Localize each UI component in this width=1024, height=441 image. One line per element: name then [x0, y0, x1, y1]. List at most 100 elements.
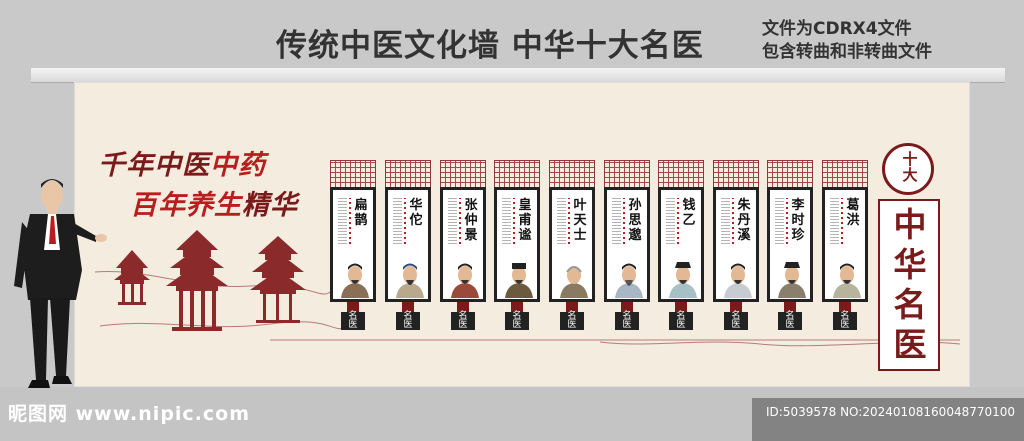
slogan-2-part-3: 精华: [242, 190, 298, 221]
feature-frame: [878, 199, 940, 371]
red-rule: [568, 198, 570, 244]
famous-physician-badge: 名医: [778, 312, 802, 330]
slogan-2-part-1: 百年: [130, 190, 186, 221]
slogan-1-part-3: 中药: [210, 150, 266, 181]
text-stripe: [612, 198, 621, 244]
red-rule: [459, 198, 461, 244]
pagoda-icon: [166, 230, 228, 331]
top-ten-seal: [882, 143, 934, 195]
businessman-figure: [14, 179, 107, 388]
text-stripe: [775, 198, 784, 244]
famous-physician-badge: 名医: [615, 312, 639, 330]
portrait-icon: [341, 263, 369, 298]
portrait-icon: [505, 263, 533, 298]
portrait-icon: [669, 262, 697, 298]
file-note-line-1: 文件为CDRX4文件: [762, 19, 912, 39]
text-stripe: [502, 198, 511, 244]
physician-panel: 皇甫谧 名医: [494, 160, 540, 330]
famous-physician-badge: 名医: [669, 312, 693, 330]
slogan-line-1: 千年中医中药: [98, 143, 266, 182]
slogan-1-part-1: 千年: [98, 150, 154, 181]
physician-name: 朱丹溪: [737, 198, 751, 243]
famous-physician-badge: 名医: [724, 312, 748, 330]
red-rule: [404, 198, 406, 244]
panel-body: 皇甫谧: [494, 187, 540, 302]
panel-body: 钱乙: [658, 187, 704, 302]
panel-body: 朱丹溪: [713, 187, 759, 302]
lattice-crest: [330, 160, 376, 188]
id-strip: [752, 398, 1024, 441]
physician-name: 葛洪: [846, 198, 860, 228]
slogan-1-part-2: 中医: [154, 150, 210, 181]
famous-physician-badge: 名医: [833, 312, 857, 330]
top-ten-label: 十大: [902, 150, 918, 184]
tower-icon: [250, 236, 306, 323]
lattice-crest: [385, 160, 431, 188]
lattice-crest: [658, 160, 704, 188]
lattice-crest: [440, 160, 486, 188]
famous-physician-badge: 名医: [396, 312, 420, 330]
text-stripe: [448, 198, 457, 244]
physician-panel: 孙思邈 名医: [604, 160, 650, 330]
physician-name: 叶天士: [573, 198, 587, 243]
pavilion-icon: [114, 250, 150, 305]
physician-panel: 华佗 名医: [385, 160, 431, 330]
slogan-line-2: 百年养生精华: [130, 183, 298, 222]
lattice-crest: [604, 160, 650, 188]
physician-panel: 叶天士 名医: [549, 160, 595, 330]
physician-name: 扁鹊: [354, 198, 368, 228]
physician-panel: 葛洪 名医: [822, 160, 868, 330]
physician-panel: 李时珍 名医: [767, 160, 813, 330]
page-title: 传统中医文化墙 中华十大名医: [276, 28, 704, 64]
panel-body: 张仲景: [440, 187, 486, 302]
portrait-icon: [560, 266, 588, 298]
text-stripe: [393, 198, 402, 244]
lattice-crest: [549, 160, 595, 188]
famous-physician-badge: 名医: [505, 312, 529, 330]
text-stripe: [830, 198, 839, 244]
feature-title: 中华名医: [893, 205, 927, 364]
famous-physician-badge: 名医: [560, 312, 584, 330]
portrait-icon: [451, 263, 479, 298]
portrait-icon: [833, 263, 861, 298]
panel-body: 扁鹊: [330, 187, 376, 302]
slogan-2-part-2: 养生: [186, 190, 242, 221]
red-rule: [732, 198, 734, 244]
panel-body: 李时珍: [767, 187, 813, 302]
text-stripe: [666, 198, 675, 244]
panel-body: 华佗: [385, 187, 431, 302]
text-stripe: [557, 198, 566, 244]
physician-name: 钱乙: [682, 198, 696, 228]
portrait-icon: [724, 263, 752, 298]
physician-name: 张仲景: [464, 198, 478, 243]
text-stripe: [721, 198, 730, 244]
portrait-icon: [396, 263, 424, 298]
physician-panel: 张仲景 名医: [440, 160, 486, 330]
file-note-line-2: 包含转曲和非转曲文件: [762, 42, 932, 62]
portrait-icon: [615, 263, 643, 298]
lattice-crest: [713, 160, 759, 188]
physician-panel: 钱乙 名医: [658, 160, 704, 330]
panel-body: 葛洪: [822, 187, 868, 302]
physician-name: 李时珍: [791, 198, 805, 243]
text-stripe: [338, 198, 347, 244]
physician-panel: 扁鹊 名医: [330, 160, 376, 330]
physician-name: 皇甫谧: [518, 198, 532, 243]
file-note: 文件为CDRX4文件 包含转曲和非转曲文件: [762, 18, 932, 64]
red-rule: [786, 198, 788, 244]
famous-physician-badge: 名医: [451, 312, 475, 330]
famous-physician-badge: 名医: [341, 312, 365, 330]
red-rule: [841, 198, 843, 244]
physician-panel: 朱丹溪 名医: [713, 160, 759, 330]
image-id: ID:5039578 NO:20240108160048770100: [766, 405, 1016, 419]
site-watermark: 昵图网 www.nipic.com: [8, 403, 251, 425]
physician-name: 华佗: [409, 198, 423, 228]
red-rule: [677, 198, 679, 244]
red-rule: [349, 198, 351, 244]
panel-body: 孙思邈: [604, 187, 650, 302]
portrait-icon: [778, 262, 806, 298]
lattice-crest: [822, 160, 868, 188]
panel-body: 叶天士: [549, 187, 595, 302]
lattice-crest: [494, 160, 540, 188]
